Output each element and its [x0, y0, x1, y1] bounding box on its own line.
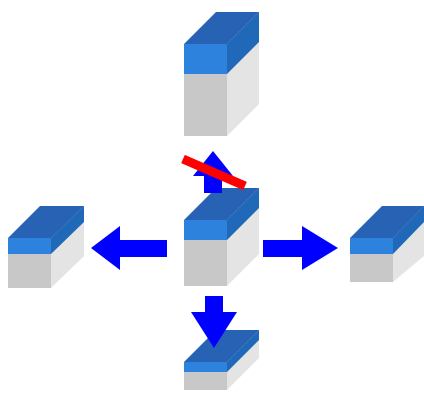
block-down-side-upper [227, 330, 259, 372]
block-center-front-upper [184, 220, 227, 240]
block-center-front-lower [184, 240, 227, 286]
block-left-front-upper [8, 238, 51, 254]
block-left-top [8, 206, 84, 238]
block-center-side-lower [227, 208, 259, 286]
block-up-side-lower [227, 42, 259, 136]
block-up-side-upper [227, 12, 259, 74]
block-center-side-upper [227, 188, 259, 240]
block-right-front-upper [350, 238, 393, 254]
block-right-side-lower [393, 222, 424, 282]
block-center-top [184, 188, 259, 220]
block-right [350, 206, 424, 282]
arrow-down [191, 296, 237, 348]
block-down [184, 330, 259, 390]
block-down-front-upper [184, 362, 227, 372]
block-left-front-lower [8, 254, 51, 288]
blocked-marker [181, 154, 247, 191]
block-down-top [184, 330, 259, 362]
block-down-front-lower [184, 372, 227, 390]
block-up-front-lower [184, 74, 227, 136]
block-right-front-lower [350, 254, 393, 282]
block-left-side-upper [51, 206, 84, 254]
block-up [184, 12, 259, 136]
block-right-top [350, 206, 424, 238]
block-center [184, 188, 259, 286]
arrow-right [263, 226, 338, 270]
block-left-side-lower [51, 222, 84, 288]
block-up-front-upper [184, 44, 227, 74]
block-up-top [184, 12, 259, 44]
arrow-left [91, 226, 167, 270]
block-left [8, 206, 84, 288]
block-right-side-upper [393, 206, 424, 254]
block-down-side-lower [227, 340, 259, 390]
